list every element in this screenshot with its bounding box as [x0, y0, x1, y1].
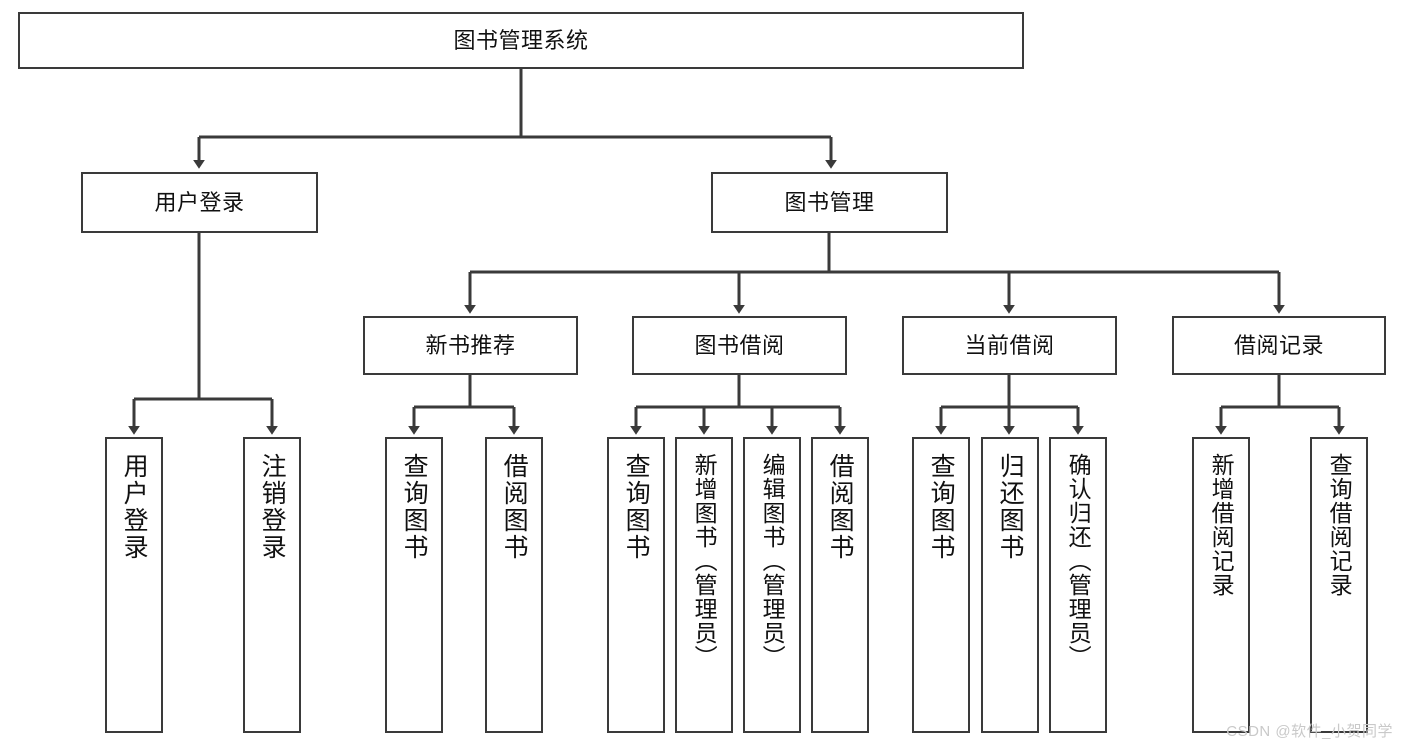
leaf-current-return-book-label: 归还图书 — [996, 453, 1025, 561]
node-user-login-label: 用户登录 — [154, 189, 245, 215]
node-book-borrow[interactable]: 图书借阅 — [632, 316, 847, 375]
leaf-user-login-label: 用户登录 — [120, 453, 149, 561]
leaf-borrow-edit-book-admin-label: 编辑图书（管理员） — [759, 453, 786, 669]
node-book-management-label: 图书管理 — [784, 189, 875, 215]
leaf-borrow-edit-book-admin[interactable]: 编辑图书（管理员） — [743, 437, 801, 733]
leaf-current-query-book-label: 查询图书 — [927, 453, 956, 561]
leaf-newbook-query-book[interactable]: 查询图书 — [385, 437, 443, 733]
leaf-borrow-lend-book-label: 借阅图书 — [826, 453, 855, 561]
leaf-record-add-record[interactable]: 新增借阅记录 — [1192, 437, 1250, 733]
leaf-user-login[interactable]: 用户登录 — [105, 437, 163, 733]
leaf-record-query-record-label: 查询借阅记录 — [1326, 453, 1353, 597]
node-current-borrow-label: 当前借阅 — [964, 332, 1055, 358]
node-new-book-recommend[interactable]: 新书推荐 — [363, 316, 578, 375]
leaf-current-confirm-return-admin-label: 确认归还（管理员） — [1065, 453, 1092, 669]
node-book-management[interactable]: 图书管理 — [711, 172, 948, 233]
leaf-user-logout[interactable]: 注销登录 — [243, 437, 301, 733]
leaf-borrow-add-book-admin[interactable]: 新增图书（管理员） — [675, 437, 733, 733]
leaf-newbook-borrow-book[interactable]: 借阅图书 — [485, 437, 543, 733]
csdn-watermark: CSDN @软件_小贺同学 — [1226, 723, 1393, 740]
node-root[interactable]: 图书管理系统 — [18, 12, 1024, 69]
leaf-current-query-book[interactable]: 查询图书 — [912, 437, 970, 733]
leaf-borrow-query-book[interactable]: 查询图书 — [607, 437, 665, 733]
node-current-borrow[interactable]: 当前借阅 — [902, 316, 1117, 375]
leaf-record-add-record-label: 新增借阅记录 — [1208, 453, 1235, 597]
node-user-login[interactable]: 用户登录 — [81, 172, 318, 233]
leaf-current-return-book[interactable]: 归还图书 — [981, 437, 1039, 733]
leaf-borrow-lend-book[interactable]: 借阅图书 — [811, 437, 869, 733]
node-borrow-record-label: 借阅记录 — [1233, 332, 1324, 358]
node-book-borrow-label: 图书借阅 — [694, 332, 785, 358]
leaf-user-logout-label: 注销登录 — [258, 453, 287, 561]
node-new-book-recommend-label: 新书推荐 — [425, 332, 516, 358]
leaf-borrow-query-book-label: 查询图书 — [622, 453, 651, 561]
leaf-newbook-query-book-label: 查询图书 — [400, 453, 429, 561]
leaf-borrow-add-book-admin-label: 新增图书（管理员） — [691, 453, 718, 669]
leaf-current-confirm-return-admin[interactable]: 确认归还（管理员） — [1049, 437, 1107, 733]
node-root-label: 图书管理系统 — [453, 27, 589, 53]
leaf-newbook-borrow-book-label: 借阅图书 — [500, 453, 529, 561]
node-borrow-record[interactable]: 借阅记录 — [1172, 316, 1386, 375]
leaf-record-query-record[interactable]: 查询借阅记录 — [1310, 437, 1368, 733]
